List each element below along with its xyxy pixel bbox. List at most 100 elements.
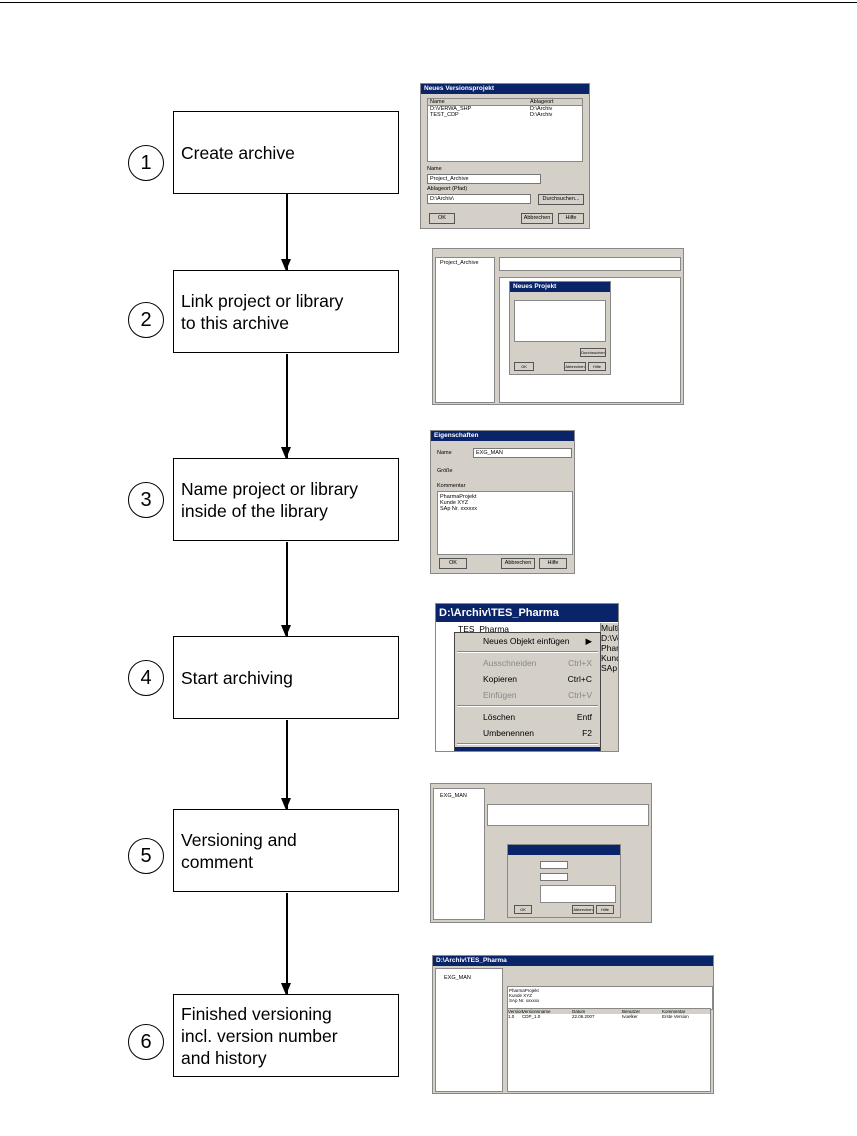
path-label: Ablageort (Pfad) — [427, 186, 468, 192]
browse-button: Durchsuchen... — [538, 194, 584, 205]
side-text: SAp — [601, 663, 618, 673]
screenshot-link-project: Project_Archive Neues Projekt OK Abbrech… — [432, 248, 684, 405]
menu-item-shortcut: Ctrl+C — [567, 674, 592, 684]
comment-label: Kommentar — [437, 483, 466, 489]
step-box-2: Link project or library to this archive — [173, 270, 399, 353]
menu-item-label: Ausschneiden — [483, 658, 537, 668]
step-number-6: 6 — [128, 1024, 164, 1060]
tree-root: TES_Pharma — [458, 624, 510, 634]
menu-item-label: Einfügen — [483, 690, 517, 700]
dialog-title: Eigenschaften — [431, 431, 574, 441]
name-label: Name — [437, 450, 452, 456]
step-box-1: Create archive — [173, 111, 399, 194]
menu-item-shortcut: Ctrl+V — [568, 690, 592, 700]
name-field: EXG_MAN — [473, 448, 572, 458]
cell: 22.06.2007 — [572, 1014, 595, 1019]
step-box-6: Finished versioning incl. version number… — [173, 994, 399, 1077]
menu-item-shortcut: Ctrl+A — [568, 749, 592, 751]
comment-pane: PharmaProjekt Kunde XYZ SAp Nr. xxxxxx — [507, 986, 713, 1010]
tree-pane: Project_Archive — [435, 257, 495, 403]
col-header: Version — [508, 1009, 524, 1014]
help-button: Hilfe — [539, 558, 567, 569]
menu-item-label: Neues Objekt einfügen — [483, 636, 570, 646]
path-field: D:\Archiv\ — [427, 194, 531, 204]
comment-line: PharmaProjekt — [509, 988, 539, 993]
col-header: Benutzer — [622, 1009, 641, 1014]
name-field: Project_Archive — [427, 174, 541, 184]
cancel-button: Abbrechen — [572, 905, 594, 914]
cell: tvoelker — [622, 1014, 638, 1019]
menu-item-label: Umbenennen — [483, 728, 535, 738]
window-title: D:\Archiv\TES_Pharma — [433, 956, 713, 966]
col-location: Ablageort — [530, 99, 554, 105]
dialog-title: Neues Projekt — [510, 282, 610, 292]
arrow-1-2 — [282, 194, 290, 271]
list-cell: D:\Archiv — [530, 106, 553, 112]
menu-separator — [457, 651, 598, 653]
project-list — [514, 300, 606, 342]
cancel-button: Abbrechen — [521, 213, 553, 224]
list-cell: D:\Archiv — [530, 112, 553, 118]
screenshot-context-menu: D:\Archiv\TES_Pharma TES_Pharma MultipD:… — [435, 603, 619, 752]
menu-item-label: Löschen — [483, 712, 516, 722]
cancel-button: Abbrechen — [501, 558, 535, 569]
name-label: Name — [427, 166, 442, 172]
tree-pane: EXG_MAN — [435, 968, 503, 1092]
ok-button: OK — [514, 362, 534, 371]
menu-item-label: Kopieren — [483, 674, 518, 684]
cell: 1.0 — [508, 1014, 515, 1019]
side-text: Phar — [601, 643, 619, 653]
version-dialog: OK Abbrechen Hilfe — [507, 844, 621, 918]
comment-line: Kunde XYZ — [440, 500, 469, 506]
comment-line: Kunde XYZ — [509, 993, 533, 998]
help-button: Hilfe — [588, 362, 606, 371]
menu-item: Archivieren... Ctrl+A — [455, 747, 600, 751]
step-number-1: 1 — [128, 145, 164, 181]
arrow-5-6 — [282, 893, 290, 995]
step-number-2: 2 — [128, 302, 164, 338]
step-number-4: 4 — [128, 660, 164, 696]
col-name: Name — [430, 99, 445, 105]
menu-item-label: Archivieren... — [483, 749, 533, 751]
col-header: Kommentar — [662, 1009, 686, 1014]
ok-button: OK — [439, 558, 467, 569]
comment-line: SAp Nr. xxxxxx — [509, 998, 540, 1003]
header-rule — [0, 2, 857, 3]
archive-list: Name Ablageort D:\VERWA_SHP D:\Archiv TEST… — [427, 98, 583, 162]
ok-button: OK — [514, 905, 532, 914]
side-text: D:\Ve — [601, 633, 618, 643]
tree-item: EXG_MAN — [440, 793, 467, 799]
new-project-dialog: Neues Projekt OK Abbrechen Hilfe Durchsu… — [509, 281, 611, 375]
step-box-3: Name project or library inside of the li… — [173, 458, 399, 541]
comment-field: PharmaProjekt Kunde XYZ SAp Nr. xxxxxx — [437, 491, 573, 555]
cell: Erste Version — [662, 1014, 689, 1019]
window-title: D:\Archiv\TES_Pharma — [436, 604, 618, 622]
screenshot-properties-dialog: Eigenschaften Name EXG_MAN Größe Komment… — [430, 430, 575, 574]
side-text: Multip — [601, 623, 618, 633]
menu-item-shortcut: Ctrl+X — [568, 658, 592, 668]
comment-line: PharmaProjekt — [440, 494, 477, 500]
step-number-3: 3 — [128, 482, 164, 518]
menu-item: Neues Objekt einfügen ▶ — [455, 633, 600, 649]
cell: CDP_1.0 — [522, 1014, 541, 1019]
menu-separator — [457, 743, 598, 745]
col-header: Versionsname — [522, 1009, 551, 1014]
tree-item: EXG_MAN — [444, 975, 471, 981]
menu-item: Einfügen Ctrl+V — [455, 687, 600, 703]
menu-item: Löschen Entf — [455, 709, 600, 725]
list-cell: TEST_CDP — [430, 112, 459, 118]
tree-pane: EXG_MAN — [433, 788, 485, 920]
menu-item-shortcut: ▶ — [585, 636, 592, 646]
arrow-2-3 — [282, 354, 290, 459]
side-pane: MultipD:\VePharKundSAp — [600, 623, 619, 751]
step-number-5: 5 — [128, 838, 164, 874]
ok-button: OK — [429, 213, 455, 224]
menu-item-shortcut: Entf — [576, 712, 592, 722]
help-button: Hilfe — [558, 213, 584, 224]
list-cell: D:\VERWA_SHP — [430, 106, 472, 112]
step-box-5: Versioning and comment — [173, 809, 399, 892]
